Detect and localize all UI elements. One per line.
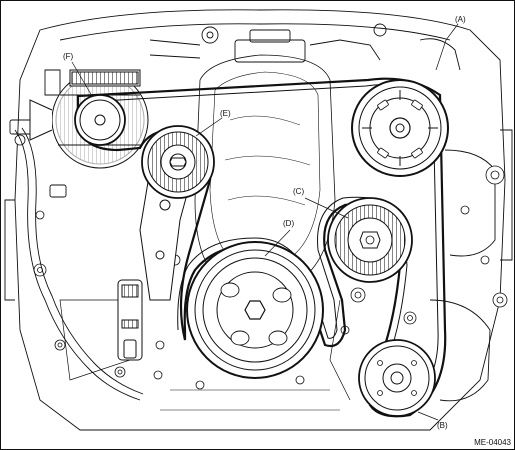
pulley-d (186, 241, 324, 379)
pulley-e (141, 125, 215, 199)
left-harness (9, 69, 144, 401)
callout-leaders (71, 23, 459, 421)
callout-f: (F) (63, 52, 74, 61)
callout-d: (D) (283, 219, 295, 228)
pulley-b (358, 339, 436, 417)
top-brackets (149, 23, 461, 71)
leader-a (435, 23, 459, 71)
engine-block-outline (4, 9, 513, 431)
callout-e: (E) (220, 109, 231, 118)
leader-d (264, 229, 291, 257)
pulley-c (327, 197, 413, 283)
leader-c (304, 197, 349, 219)
callout-c: (C) (293, 187, 305, 196)
pulley-a (351, 79, 449, 177)
leader-e (195, 117, 223, 137)
leader-f (71, 61, 93, 97)
callout-b: (B) (437, 421, 448, 430)
callout-a: (A) (455, 15, 466, 24)
leader-b (417, 411, 439, 421)
figure-id: ME-04043 (474, 438, 511, 447)
tensioner-damper (117, 279, 143, 361)
pulley-f (74, 94, 126, 146)
